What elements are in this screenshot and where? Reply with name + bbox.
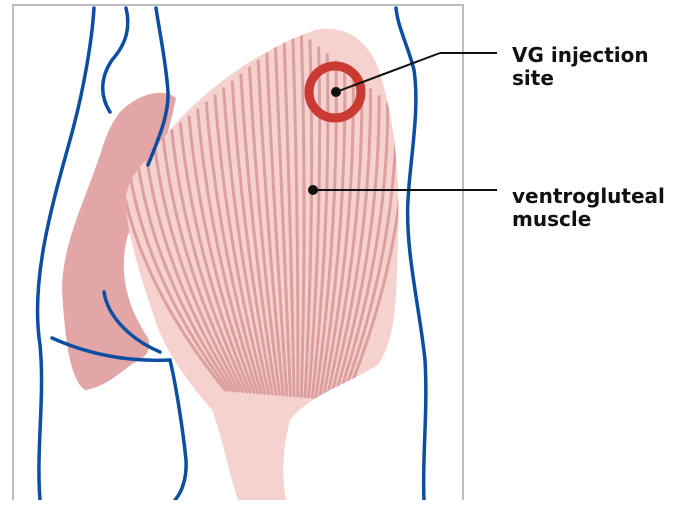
muscle-label-line-1: ventrogluteal — [512, 185, 682, 208]
muscle-point-dot — [308, 185, 318, 195]
injection-site-label-line-2: site — [512, 67, 672, 90]
muscle-label: ventrogluteal muscle — [512, 185, 682, 231]
muscle-label-line-2: muscle — [512, 208, 682, 231]
injection-site-label: VG injection site — [512, 44, 672, 90]
right-hip-outline — [396, 8, 426, 500]
injection-site-label-line-1: VG injection — [512, 44, 672, 67]
injection-point-dot — [331, 87, 341, 97]
center-outline — [103, 8, 128, 112]
